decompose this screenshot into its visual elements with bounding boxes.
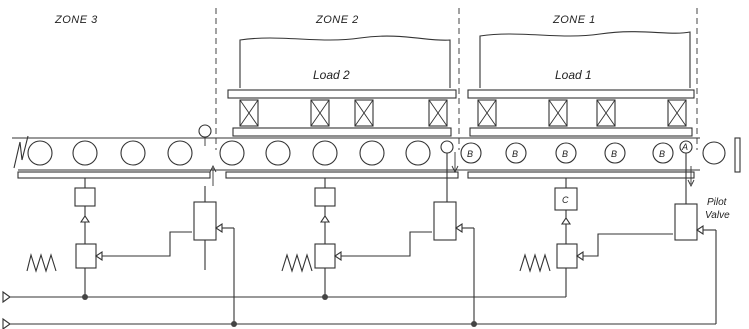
roller-b-label: B xyxy=(611,149,617,159)
zone-3-actuator-valve xyxy=(74,187,96,207)
rollers-zone-2 xyxy=(219,140,431,166)
roller-b-label: B xyxy=(562,149,568,159)
sensor-roller-zone-3 xyxy=(198,124,212,138)
zone-2-label: ZONE 2 xyxy=(315,14,359,26)
roller-b-label: B xyxy=(512,149,518,159)
zone-3-logic-valve xyxy=(75,243,97,269)
conveyor-frame xyxy=(12,135,741,179)
zone-3-sensor-valve xyxy=(193,201,217,241)
zone-1-label: ZONE 1 xyxy=(552,14,596,26)
roller-b-label: B xyxy=(659,149,665,159)
sensor-arrows xyxy=(209,152,695,188)
zone-2-actuator-valve xyxy=(314,187,336,207)
sensor-roller-zone-2 xyxy=(440,140,454,154)
pallet-blocks-zone-1 xyxy=(477,99,687,127)
zone-1-logic-valve xyxy=(556,243,578,269)
zone-2-controls xyxy=(281,153,475,324)
zone-3-controls xyxy=(26,178,235,324)
supply-inlet-2 xyxy=(2,317,11,329)
supply-inlet-1 xyxy=(2,290,11,304)
valve-c-label: C xyxy=(562,195,569,205)
roller-b-label: B xyxy=(467,149,473,159)
load-2-label: Load 2 xyxy=(313,68,350,82)
pallet-blocks-zone-2 xyxy=(239,99,448,127)
roller-a-label: A xyxy=(681,142,688,152)
zone-2-sensor-valve xyxy=(433,201,457,241)
zone-1-controls: C Pilot Valve xyxy=(519,153,730,324)
zone-2-logic-valve xyxy=(314,243,336,269)
end-roller xyxy=(702,141,726,165)
load-2: Load 2 xyxy=(227,35,457,137)
load-1-label: Load 1 xyxy=(555,68,592,82)
load-1: Load 1 xyxy=(467,31,695,137)
pilot-valve-label-line-1: Pilot xyxy=(707,197,728,208)
zone-1-pilot-valve xyxy=(674,203,698,241)
zone-3-label: ZONE 3 xyxy=(54,14,98,26)
rollers-zone-3 xyxy=(27,140,193,166)
rollers-zone-1: B B B B B xyxy=(460,142,674,164)
air-supply-lines xyxy=(2,290,716,329)
pilot-valve-label-line-2: Valve xyxy=(705,210,730,221)
